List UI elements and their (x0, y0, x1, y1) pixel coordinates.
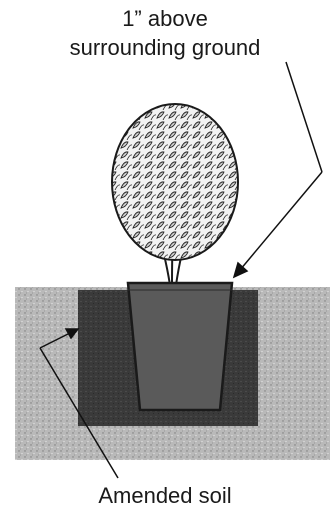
pointer-top (234, 62, 322, 277)
shrub-foliage (112, 104, 238, 260)
annotation-amended-soil: Amended soil (0, 481, 330, 510)
root-ball (128, 283, 232, 410)
